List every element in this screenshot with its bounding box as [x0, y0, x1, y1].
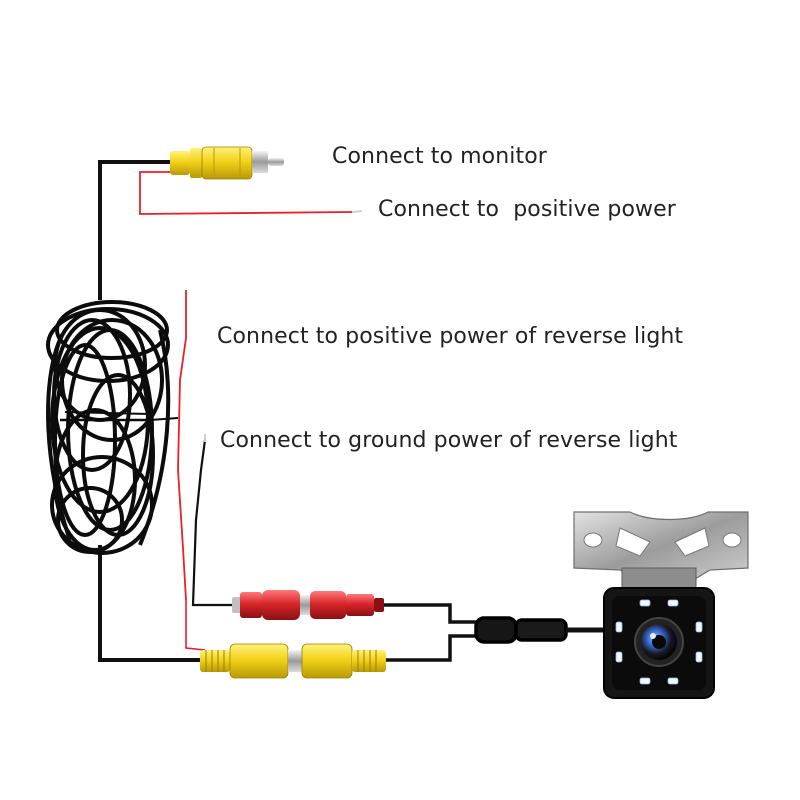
- camera-body: [603, 587, 715, 699]
- main-cable: [98, 160, 205, 662]
- red-power-connector: [232, 590, 384, 620]
- camera-cable: [384, 603, 608, 662]
- red-power-wire: [139, 171, 363, 215]
- led-ring: [615, 599, 703, 685]
- cable-coil: [46, 300, 179, 555]
- reverse-light-wires: [177, 290, 240, 651]
- camera-bracket: [573, 511, 749, 593]
- rca-video-connector: [200, 643, 386, 679]
- label-reverse-light-ground: Connect to ground power of reverse light: [220, 428, 678, 453]
- camera-lens: [634, 617, 684, 667]
- rca-plug-monitor: [170, 146, 284, 180]
- label-reverse-light-positive: Connect to positive power of reverse lig…: [217, 324, 684, 349]
- label-connect-monitor: Connect to monitor: [332, 144, 547, 169]
- label-connect-positive-power: Connect to positive power: [378, 197, 676, 222]
